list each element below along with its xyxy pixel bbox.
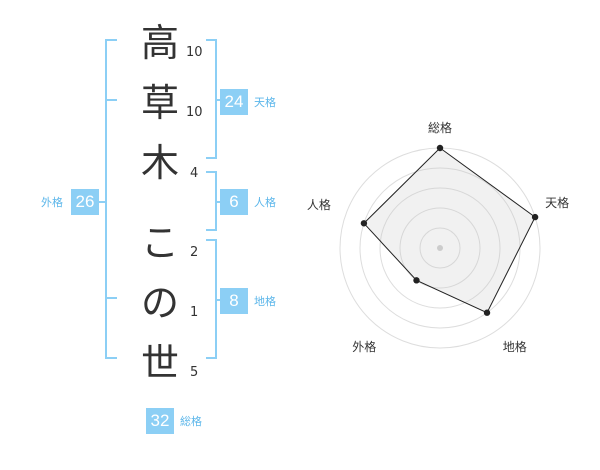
stroke-count-4: 2	[190, 245, 199, 260]
radar-series-area	[363, 147, 536, 314]
radar-ring-3	[379, 187, 501, 309]
radar-point-1	[436, 144, 444, 152]
jinkaku-label: 人格	[254, 196, 276, 209]
name-char-4: こ	[140, 221, 179, 265]
stroke-count-5: 1	[190, 305, 199, 320]
name-char-2: 草	[140, 81, 179, 125]
radar-ring-2	[399, 207, 481, 289]
radar-point-3	[483, 309, 491, 316]
tenkaku-value: 24	[220, 89, 248, 115]
chikaku-value: 8	[220, 288, 248, 314]
radar-axis-label-2: 天格	[545, 195, 569, 210]
chikaku-label: 地格	[254, 295, 276, 308]
radar-ring-1	[419, 227, 461, 269]
radar-axis-label-1: 総格	[428, 120, 452, 135]
stroke-count-6: 5	[190, 365, 199, 380]
name-char-3: 木	[140, 141, 179, 185]
radar-point-4	[413, 277, 420, 284]
jinkaku-value: 6	[220, 189, 248, 215]
stroke-count-3: 4	[190, 166, 199, 181]
tenkaku-label: 天格	[254, 96, 276, 109]
stroke-count-1: 10	[186, 45, 203, 60]
name-char-6: 世	[140, 341, 179, 385]
radar-center	[437, 245, 443, 251]
name-char-1: 高	[140, 21, 179, 65]
soukaku-label: 総格	[180, 415, 202, 428]
radar-axis-label-4: 外格	[352, 339, 376, 354]
stroke-count-2: 10	[186, 105, 203, 120]
name-char-5: の	[140, 281, 179, 325]
radar-point-2	[531, 213, 539, 221]
gaikaku-label: 外格	[41, 196, 63, 209]
gaikaku-bracket	[105, 39, 117, 359]
gaikaku-value: 26	[71, 189, 99, 215]
radar-point-5	[360, 220, 368, 227]
radar-axis-label-3: 地格	[503, 339, 527, 354]
soukaku-value: 32	[146, 408, 174, 434]
radar-axis-label-5: 人格	[307, 197, 331, 212]
